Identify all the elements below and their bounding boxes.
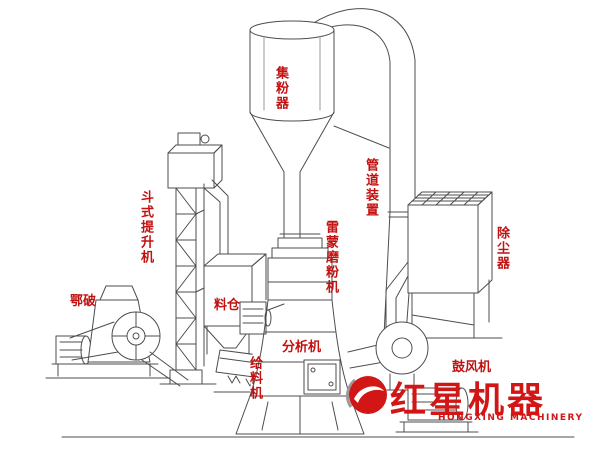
label-blower: 鼓风机 xyxy=(452,360,492,375)
label-raymond-mill: 雷蒙磨粉机 xyxy=(322,220,338,295)
cyclone-collector-drawing xyxy=(249,20,390,241)
bucket-elevator-drawing xyxy=(167,132,229,385)
label-bucket-elevator: 斗式提升机 xyxy=(137,190,153,265)
label-dust-collector: 除尘器 xyxy=(493,226,509,271)
raymond-mill-drawing xyxy=(234,233,385,435)
brand-name: 红星机器 xyxy=(390,380,547,421)
label-feeder: 给料机 xyxy=(246,356,262,401)
blower-drawing xyxy=(375,321,479,433)
label-hopper: 料仓 xyxy=(214,298,241,313)
label-analyzer: 分析机 xyxy=(282,340,322,355)
brand-logo-icon xyxy=(346,376,387,414)
label-cyclone-collector: 集粉器 xyxy=(272,66,288,111)
label-jaw-crusher: 鄂破 xyxy=(70,294,97,309)
dust-collector-drawing xyxy=(385,191,493,339)
jaw-crusher-drawing xyxy=(51,285,189,387)
label-pipeline-device: 管道装置 xyxy=(362,158,378,218)
brand-name-en: HONGXING MACHINERY xyxy=(438,413,584,423)
